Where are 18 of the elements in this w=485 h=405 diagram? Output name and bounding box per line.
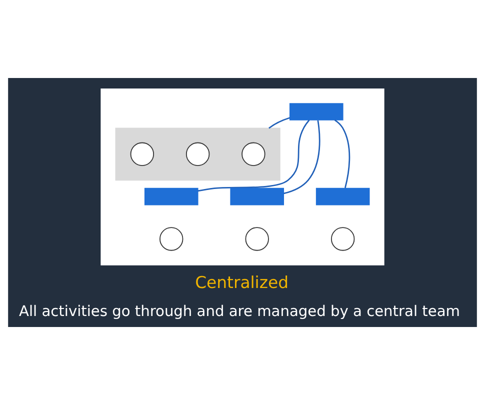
connector xyxy=(268,117,290,129)
node-person xyxy=(130,142,154,166)
node-person xyxy=(245,227,269,251)
connector xyxy=(198,120,310,192)
cluster xyxy=(115,128,280,181)
connector xyxy=(284,120,320,194)
node-box xyxy=(230,188,284,206)
diagram-title: Centralized xyxy=(195,273,288,292)
node-box xyxy=(144,188,198,206)
node-person xyxy=(186,142,210,166)
node-box xyxy=(316,188,370,206)
node-box xyxy=(289,103,344,120)
node-person xyxy=(330,227,355,251)
node-person xyxy=(242,142,266,166)
node-person xyxy=(160,227,184,251)
connector xyxy=(334,119,350,188)
cluster xyxy=(100,88,384,266)
caption: All activities go through and are managed by a central team xyxy=(19,302,460,320)
